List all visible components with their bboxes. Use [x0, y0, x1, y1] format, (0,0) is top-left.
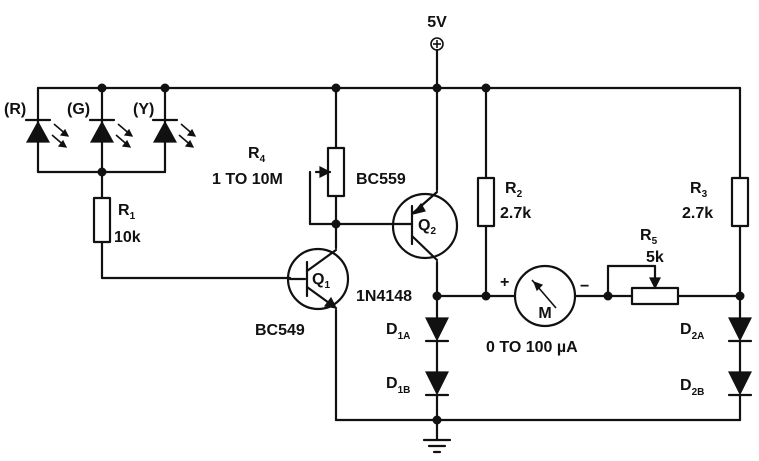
- d1a-name: D: [386, 321, 398, 338]
- led-yellow-label: (Y): [133, 101, 154, 118]
- resistor-r5: R5 5k: [630, 227, 680, 306]
- r3-sub: 3: [702, 189, 708, 200]
- svg-text:R4: R4: [248, 145, 266, 165]
- svg-text:D1A: D1A: [386, 321, 410, 342]
- supply-label: 5V: [427, 14, 447, 31]
- r2-name: R: [505, 180, 517, 197]
- diode-d1b: D1B: [386, 371, 450, 397]
- svg-text:R5: R5: [640, 227, 658, 247]
- led-yellow: (Y): [133, 101, 197, 148]
- meter-plus: +: [500, 274, 509, 291]
- diode-d1a: D1A: [386, 317, 450, 343]
- d2b-name: D: [680, 377, 692, 394]
- q2-part: BC559: [356, 171, 406, 188]
- d2b-sub: 2B: [692, 387, 705, 398]
- resistor-r1: R1 10k: [92, 196, 141, 246]
- r3-name: R: [690, 180, 702, 197]
- q2-sub: 2: [430, 226, 436, 237]
- r5-sub: 5: [652, 236, 658, 247]
- r4-name: R: [248, 145, 260, 162]
- svg-text:R3: R3: [690, 180, 708, 200]
- r5-name: R: [640, 227, 652, 244]
- svg-text:D2B: D2B: [680, 377, 704, 398]
- svg-text:R1: R1: [118, 202, 136, 222]
- transistor-q1: Q1 BC549: [255, 247, 350, 339]
- r4-sub: 4: [260, 154, 266, 165]
- resistor-r2: R2 2.7k: [476, 176, 531, 228]
- d2a-name: D: [680, 321, 692, 338]
- d2a-sub: 2A: [692, 331, 705, 342]
- junction-dots: [97, 83, 745, 425]
- led-red-label: (R): [4, 101, 26, 118]
- meter-range: 0 TO 100 µA: [486, 339, 578, 356]
- led-red: (R): [4, 101, 70, 148]
- resistor-r4: R4 1 TO 10M: [212, 145, 346, 198]
- d1b-name: D: [386, 375, 398, 392]
- r2-sub: 2: [517, 189, 523, 200]
- resistor-r3: R3 2.7k: [682, 176, 750, 228]
- r1-sub: 1: [130, 211, 136, 222]
- r3-value: 2.7k: [682, 205, 713, 222]
- meter-symbol: M: [538, 305, 551, 322]
- r1-name: R: [118, 202, 130, 219]
- meter-minus: −: [580, 278, 589, 295]
- led-green-label: (G): [67, 101, 90, 118]
- q1-name: Q: [312, 271, 324, 288]
- svg-text:D2A: D2A: [680, 321, 704, 342]
- diode-part-label: 1N4148: [356, 288, 412, 305]
- r2-value: 2.7k: [500, 205, 531, 222]
- d1a-sub: 1A: [398, 331, 411, 342]
- q1-sub: 1: [324, 280, 330, 291]
- svg-text:D1B: D1B: [386, 375, 410, 396]
- transistor-q2: Q2 BC559: [356, 171, 459, 262]
- svg-text:Q2: Q2: [418, 217, 436, 237]
- q1-part: BC549: [255, 322, 305, 339]
- q2-name: Q: [418, 217, 430, 234]
- svg-text:Q1: Q1: [312, 271, 330, 291]
- r5-value: 5k: [646, 249, 664, 266]
- diode-d2b: D2B: [680, 371, 753, 398]
- svg-text:R2: R2: [505, 180, 523, 200]
- r1-value: 10k: [114, 229, 141, 246]
- diode-d2a: D2A: [680, 317, 753, 343]
- led-green: (G): [67, 101, 134, 148]
- supply-terminal: 5V: [427, 14, 447, 51]
- r4-value: 1 TO 10M: [212, 171, 283, 188]
- microammeter: M + − 0 TO 100 µA: [486, 264, 589, 356]
- d1b-sub: 1B: [398, 385, 411, 396]
